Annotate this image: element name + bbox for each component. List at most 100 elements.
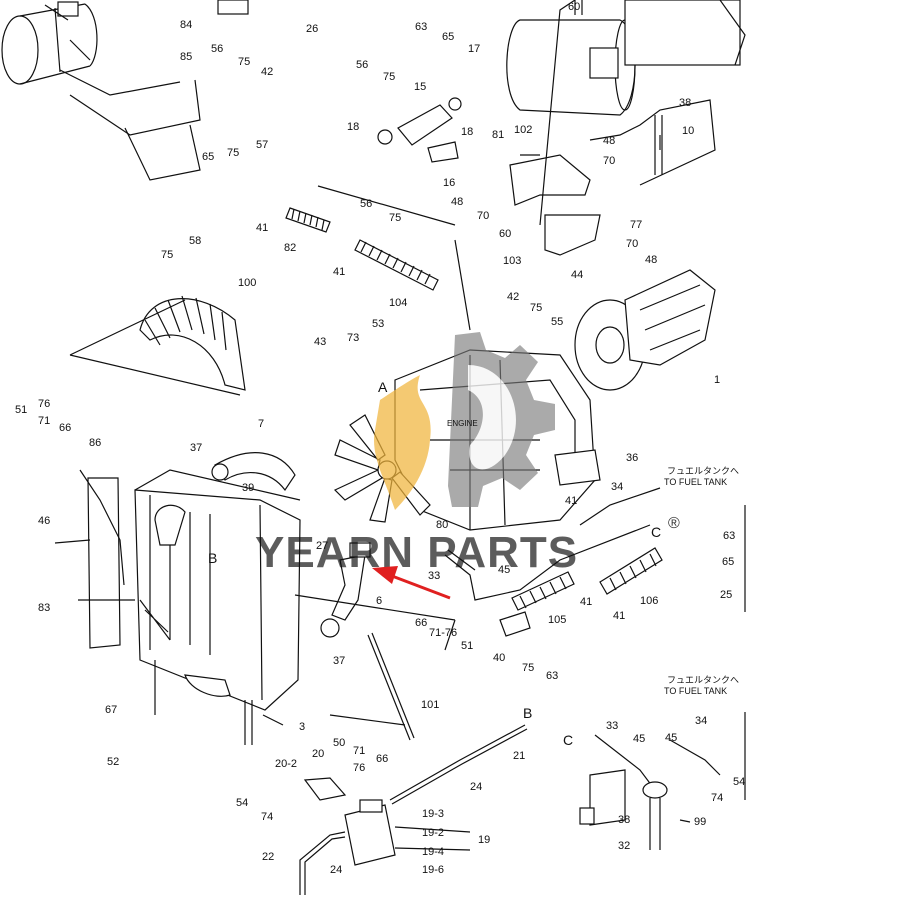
hose-106 [599,547,663,595]
part-number: 57 [256,139,268,151]
part-number: 66 [415,617,427,629]
part-number: 58 [189,235,201,247]
part-number: 82 [284,242,296,254]
part-number: 39 [242,482,254,494]
part-number: 75 [530,302,542,314]
part-number: 101 [421,699,439,711]
part-number: 24 [330,864,342,876]
part-number: 54 [733,776,745,788]
part-number: 65 [722,556,734,568]
part-number: 42 [507,291,519,303]
fuel-tank-en-2: TO FUEL TANK [664,686,727,696]
part-number: 42 [261,66,273,78]
ref-b-radiator-label: B [208,550,217,566]
part-number-labels: 84 85 56 75 42 26 63 65 17 60 56 75 15 1… [15,1,745,876]
part-number: 65 [202,151,214,163]
part-number: 51 [461,640,473,652]
registered-mark: ® [668,515,680,532]
bracket-103 [544,214,601,256]
part-number: 75 [389,212,401,224]
part-number: 45 [665,732,677,744]
ref-c-bottom-label: C [563,732,573,748]
part-number: 33 [606,720,618,732]
part-number: 19-3 [422,808,444,820]
part-number: 40 [493,652,505,664]
part-number: 100 [238,277,256,289]
part-number: 20-2 [275,758,297,770]
part-number: 18 [461,126,473,138]
part-number: 45 [498,564,510,576]
part-number: 63 [415,21,427,33]
reserve-tank-46 [87,477,121,649]
leader-lines [44,0,746,851]
part-number: 60 [499,228,511,240]
stay-101 [367,634,411,741]
part-number: 44 [571,269,583,281]
hose-82 [285,207,331,233]
part-number: 102 [514,124,532,136]
part-number: 10 [682,125,694,137]
engine-label: ENGINE [447,419,478,428]
part-number: 27 [316,540,328,552]
fan-shroud-100 [139,295,246,391]
part-number: 86 [89,437,101,449]
flame-icon [374,375,431,510]
part-number: 80 [436,519,448,531]
ref-c-top-label: C [651,524,661,540]
pipe-15 [397,104,453,146]
part-number: 43 [314,336,326,348]
part-number: 66 [376,753,388,765]
fuel-filter-assembly [579,734,721,850]
part-number: 84 [180,19,192,31]
ref-b-pipe-label: B [523,705,532,721]
part-number: 18 [347,121,359,133]
part-number: 60 [568,1,580,13]
red-arrow-icon [372,566,451,600]
part-number: 15 [414,81,426,93]
part-number: 54 [236,797,248,809]
part-number: 85 [180,51,192,63]
part-number: 17 [468,43,480,55]
part-number: 74 [261,811,273,823]
part-number: 75 [227,147,239,159]
part-number: 22 [262,851,274,863]
part-number: 38 [618,814,630,826]
ref-a-label: A [378,379,388,395]
part-number: 6 [376,595,382,607]
bracket-20 [303,777,347,801]
part-number: 104 [389,297,407,309]
part-number: 19-2 [422,827,444,839]
part-number: 21 [513,750,525,762]
part-number: 65 [442,31,454,43]
radiator-drawing [134,469,301,745]
part-number: 75 [161,249,173,261]
part-number: 70 [477,210,489,222]
part-number: 52 [107,756,119,768]
upper-hose-7 [214,452,296,492]
part-number: 71 [38,415,50,427]
part-number: 67 [105,704,117,716]
part-number: 45 [633,733,645,745]
part-number: 20 [312,748,324,760]
fuel-tank-jp-2: フュエルタンクへ [667,675,739,685]
part-number: 75 [522,662,534,674]
part-number: 51 [15,404,27,416]
part-number: 73 [347,332,359,344]
part-number: 76 [353,762,365,774]
part-number: 41 [580,596,592,608]
part-number: 7 [258,418,264,430]
sub-tank-19 [344,804,396,866]
part-number: 63 [723,530,735,542]
part-number: 1 [714,374,720,386]
part-number: 26 [306,23,318,35]
part-number: 53 [372,318,384,330]
part-number: 41 [565,495,577,507]
part-number: 105 [548,614,566,626]
part-number: 56 [211,43,223,55]
part-number: 41 [256,222,268,234]
air-cleaner-drawing [1,0,249,181]
part-number: 48 [603,135,615,147]
watermark-text: YEARN PARTS [255,528,578,577]
pipe-22 [299,831,346,895]
